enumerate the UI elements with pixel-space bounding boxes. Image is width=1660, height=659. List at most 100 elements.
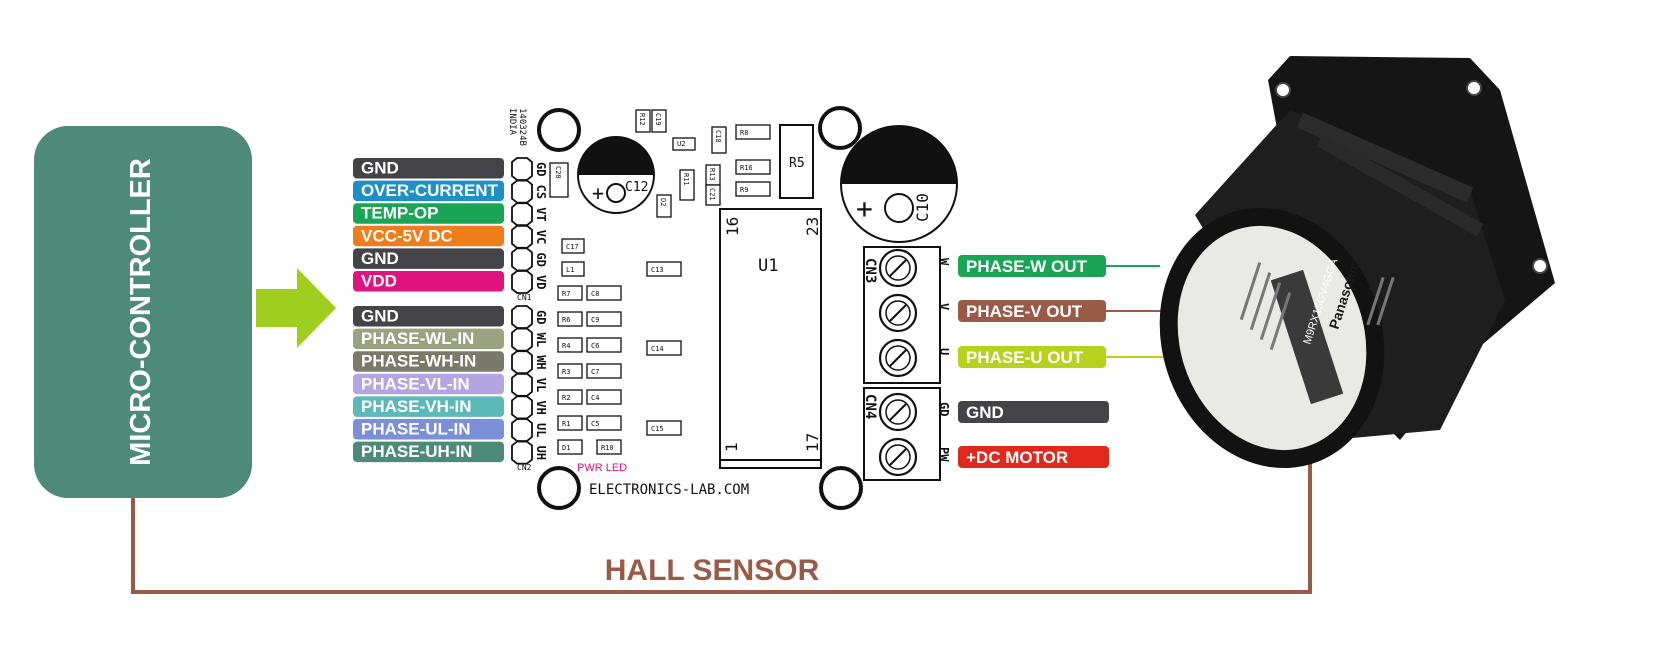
smd-part [557,439,583,455]
header-pin-label: VT [534,207,548,221]
smd-part-label: U2 [677,140,685,148]
smd-part-label: R6 [562,316,570,324]
smd-part-label: R1 [562,420,570,428]
header-pin [511,350,533,375]
cn1-label-5: VDD [353,271,504,292]
header-pin-label: VH [534,400,548,414]
cn2-label-6-text: PHASE-UH-IN [361,442,472,461]
header-pin [511,202,533,227]
terminal-pin-label: U [937,348,951,355]
smd-part [646,420,682,436]
header-pin-label: CS [534,185,548,199]
motor-image: Panasonic M9RX15GV4GGA [1159,56,1555,469]
cn1-label-3-text: VCC-5V DC [361,226,453,245]
smd-part-label: R12 [638,113,646,126]
terminal-pin-label: W [937,258,951,266]
cn1-label-2: TEMP-OP [353,203,504,224]
hall-sensor-wire [131,448,1312,594]
header-pin [511,440,533,465]
smd-part [672,137,696,151]
smd-part-label: R10 [601,444,614,452]
cn2-label-6: PHASE-UH-IN [353,441,504,463]
board-origin: INDIA [507,108,517,136]
header-pin [511,157,533,181]
header-pin-label: WH [534,355,548,369]
ic-pin-17: 17 [803,433,822,452]
pwr-led-label: PWR LED [577,462,627,474]
cn2-label-5-text: PHASE-UL-IN [361,420,471,439]
svg-text:C10: C10 [913,193,932,222]
svg-text:+: + [592,181,604,205]
smd-part-label: R16 [740,164,753,172]
smd-part-label: R2 [562,394,570,402]
smd-part-label: C13 [651,266,664,274]
smd-part-label: R13 [708,168,716,181]
smd-part-label: L1 [566,266,574,274]
smd-part-label: C4 [591,394,599,402]
cn2-label-1: PHASE-WL-IN [353,328,504,350]
mounting-hole [537,466,581,510]
cn1-label-1: OVER-CURRENT [353,180,504,202]
cn1-label-4: GND [353,248,504,269]
ic-u1-label: U1 [758,256,778,276]
resistor-r5-label: R5 [789,156,805,171]
header-pin-label: GD [534,162,548,176]
smd-part [646,340,682,356]
power-label-1-text: +DC MOTOR [966,448,1068,467]
header-pin-label: WL [534,333,548,347]
smd-part [651,109,667,133]
mounting-hole [537,108,581,152]
smd-part [557,311,583,327]
smd-part [635,109,651,133]
header-pin-label: VD [534,275,548,289]
smd-part-label: C18 [714,130,722,143]
resistor-r5 [779,124,814,199]
output-label-0: PHASE-W OUT [958,255,1106,277]
smd-part [586,363,622,379]
smd-part-label: C7 [591,368,599,376]
terminal-pin-label: GD [937,402,951,416]
cn2-label-3-text: PHASE-VL-IN [361,374,470,393]
cn1-label-0-text: GND [361,159,399,178]
smd-part [646,261,682,277]
website-label: ELECTRONICS-LAB.COM [589,482,749,498]
header-pin-label: VC [534,230,548,244]
svg-text:+: + [856,192,873,225]
smd-part [549,162,569,198]
capacitor-c10: + C10 [840,125,958,243]
smd-part [679,169,695,201]
output-label-2: PHASE-U OUT [958,346,1106,368]
header-pin [511,270,533,294]
smd-part-label: C21 [708,188,716,201]
hall-sensor-label: HALL SENSOR [605,554,820,587]
cn2-label-3: PHASE-VL-IN [353,373,504,395]
cn2-label-4: PHASE-VH-IN [353,396,504,417]
header-pin-label: GD [534,310,548,324]
smd-part-label: C5 [591,420,599,428]
smd-part [596,439,622,455]
ic-pin-23: 23 [803,217,822,236]
smd-part-label: C19 [654,113,662,126]
cn1-label-5-text: VDD [361,272,397,291]
smd-part-label: C15 [651,425,664,433]
connector-cn3: WVU CN3 [862,246,951,384]
smd-part-label: D1 [562,444,570,452]
smd-part-label: C8 [591,290,599,298]
capacitor-c12: + C12 [577,136,655,214]
smd-part-label: C9 [591,316,599,324]
smd-part [557,415,583,431]
smd-part [705,184,721,206]
board-id: 140324B [517,108,527,146]
smd-part [557,337,583,353]
smd-part [735,159,771,175]
smd-part [711,126,727,154]
smd-part [656,194,672,218]
ic-pin-1: 1 [722,442,741,452]
smd-part [735,124,771,140]
smd-part [557,363,583,379]
smd-part-label: R4 [562,342,570,350]
header-pin-label: UL [534,423,548,437]
smd-part [586,285,622,301]
ic-u1 [719,208,822,469]
